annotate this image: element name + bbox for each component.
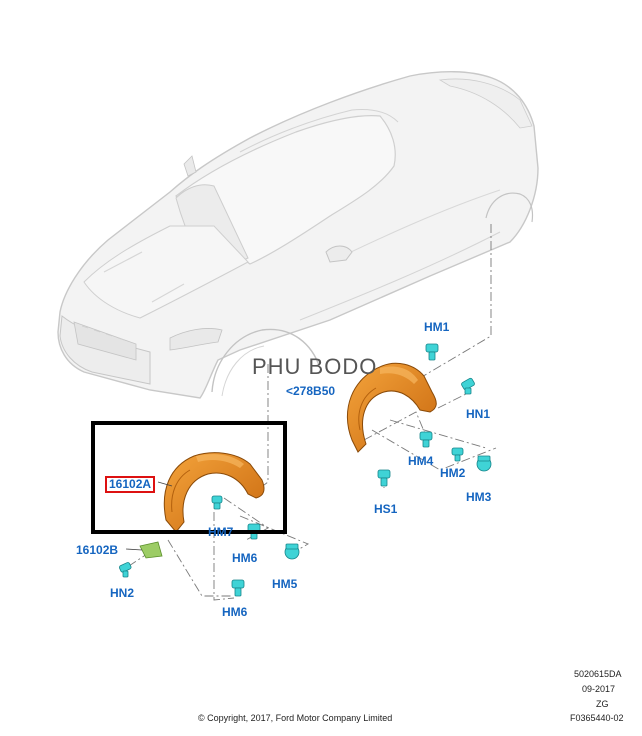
callout-hs1: HS1 bbox=[374, 502, 398, 516]
doc-code: 5020615DA bbox=[574, 669, 622, 679]
callout-16102a: 16102A bbox=[105, 476, 156, 493]
fastener-hm2 bbox=[451, 447, 464, 462]
doc-zone: ZG bbox=[596, 699, 609, 709]
fastener-hm1 bbox=[425, 343, 439, 361]
callout-hm6-lower: HM6 bbox=[222, 605, 248, 619]
doc-date: 09-2017 bbox=[582, 684, 616, 694]
fastener-hm5 bbox=[284, 543, 300, 560]
callout-hm4: HM4 bbox=[408, 454, 434, 468]
callout-16102b: 16102B bbox=[76, 543, 119, 557]
callout-hm2: HM2 bbox=[440, 466, 466, 480]
callout-hm6-upper: HM6 bbox=[232, 551, 258, 565]
fastener-hm6b bbox=[231, 579, 245, 597]
fastener-hs1 bbox=[377, 469, 391, 487]
fastener-hn1 bbox=[461, 377, 475, 395]
fastener-hm7 bbox=[211, 495, 223, 510]
highlight-frame bbox=[91, 421, 287, 534]
callout-hm3: HM3 bbox=[466, 490, 492, 504]
callout-hm1: HM1 bbox=[424, 320, 450, 334]
callout-hm5: HM5 bbox=[272, 577, 298, 591]
copyright-text: © Copyright, 2017, Ford Motor Company Li… bbox=[198, 713, 393, 723]
watermark-text: PHU BODO bbox=[252, 354, 378, 379]
fastener-hm3 bbox=[476, 455, 492, 472]
leader-16102b bbox=[125, 548, 143, 551]
rear-wheelhouse-liner bbox=[347, 362, 437, 453]
fastener-hn2 bbox=[119, 562, 132, 578]
callout-278b50: <278B50 bbox=[286, 384, 336, 398]
fastener-hm4 bbox=[419, 431, 433, 448]
figure-number: F0365440-02 bbox=[570, 713, 624, 723]
leader-16102a bbox=[157, 481, 173, 487]
front-liner-bracket bbox=[139, 541, 163, 559]
front-wheelhouse-liner bbox=[163, 452, 265, 533]
callout-hm7: HM7 bbox=[208, 525, 234, 539]
callout-hn2: HN2 bbox=[110, 586, 135, 600]
car-body bbox=[57, 71, 539, 399]
callout-hn1: HN1 bbox=[466, 407, 491, 421]
